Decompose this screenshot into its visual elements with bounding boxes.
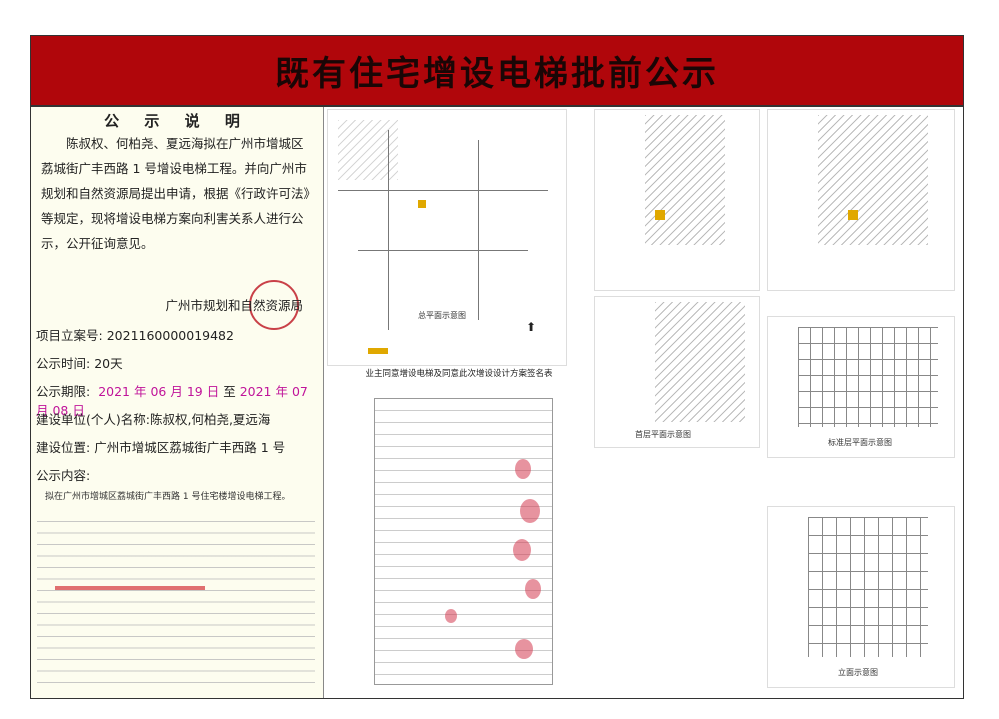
project-number-row: 项目立案号:2021160000019482 <box>36 325 234 344</box>
fine-print-block <box>37 517 315 687</box>
plan-caption: 首层平面示意图 <box>635 430 691 439</box>
elevator-site-marker <box>418 200 426 208</box>
site-plan-drawing: 总平面示意图 ⬆ <box>327 109 567 366</box>
legend-swatch <box>368 348 388 354</box>
elevation-drawing-1: 标准层平面示意图 <box>767 316 955 458</box>
page-title: 既有住宅增设电梯批前公示 <box>275 54 719 94</box>
content-value: 拟在广州市增城区荔城街广丰西路 1 号住宅楼增设电梯工程。 <box>45 492 291 502</box>
period-start: 2021 年 06 月 19 日 <box>98 384 220 399</box>
title-banner: 既有住宅增设电梯批前公示 <box>31 36 963 107</box>
location-value: 广州市增城区荔城街广丰西路 1 号 <box>94 440 286 455</box>
north-arrow-icon: ⬆ <box>525 320 536 334</box>
duration-value: 20天 <box>94 356 123 371</box>
applicant-row: 建设单位(个人)名称:陈叔权,何柏尧,夏远海 <box>36 409 270 428</box>
period-to: 至 <box>223 384 236 399</box>
duration-row: 公示时间:20天 <box>36 353 123 372</box>
period-end: 2021 年 07 月 08 日 <box>36 384 308 418</box>
standard-floor-plan-drawing <box>767 109 955 291</box>
content-label: 公示内容: <box>36 468 91 483</box>
official-seal-icon <box>249 280 299 330</box>
notice-board: 既有住宅增设电梯批前公示 公 示 说 明 陈叔权、何柏尧、夏远海拟在广州市增城区… <box>30 35 964 699</box>
section-drawing: 首层平面示意图 <box>594 296 760 448</box>
signature-table <box>374 398 553 685</box>
applicant-value: 陈叔权,何柏尧,夏远海 <box>149 412 271 427</box>
elevation-drawing-2: 立面示意图 <box>767 506 955 688</box>
project-number-label: 项目立案号: <box>36 328 103 343</box>
duration-label: 公示时间: <box>36 356 91 371</box>
period-row: 公示期限: 2021 年 06 月 19 日 至 2021 年 07 月 08 … <box>36 381 323 419</box>
authority-name: 广州市规划和自然资源局 <box>165 298 303 313</box>
elevation-caption: 立面示意图 <box>838 668 878 677</box>
notice-body: 陈叔权、何柏尧、夏远海拟在广州市增城区荔城街广丰西路 1 号增设电梯工程。并向广… <box>41 136 310 251</box>
project-number: 2021160000019482 <box>106 328 234 343</box>
period-label: 公示期限: <box>36 384 91 399</box>
site-plan-caption: 总平面示意图 <box>418 311 466 320</box>
location-row: 建设位置:广州市增城区荔城街广丰西路 1 号 <box>36 437 285 456</box>
location-label: 建设位置: <box>36 440 91 455</box>
signature-table-title: 业主同意增设电梯及同意此次增设设计方案签名表 <box>365 369 553 379</box>
notice-panel: 公 示 说 明 陈叔权、何柏尧、夏远海拟在广州市增城区荔城街广丰西路 1 号增设… <box>31 107 324 698</box>
plan2-caption: 标准层平面示意图 <box>828 438 892 447</box>
notice-heading: 公 示 说 明 <box>104 112 250 130</box>
applicant-label: 建设单位(个人)名称: <box>36 412 150 427</box>
ground-floor-plan-drawing <box>594 109 760 291</box>
